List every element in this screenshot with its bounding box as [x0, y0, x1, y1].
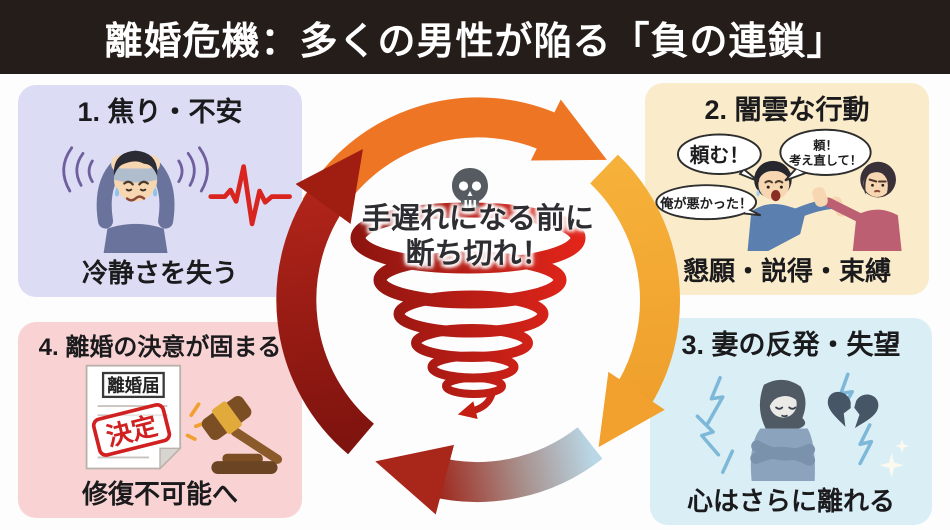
stress-waves-icon — [62, 146, 209, 193]
decision-stamp: 決定 — [91, 402, 172, 457]
step4-title: 4. 離婚の決意が固まる — [38, 334, 282, 361]
heartbeat-icon — [208, 164, 292, 227]
step3-title: 3. 妻の反発・失望 — [681, 330, 901, 360]
step4-caption: 修復不可能へ — [81, 479, 238, 509]
cycle-arrow-right — [589, 154, 681, 448]
page-title: 離婚危機：多くの男性が陥る「負の連鎖」 — [104, 20, 846, 63]
broken-heart-icon — [827, 391, 879, 429]
speech-bubble-reconsider: 頼！ 考え直して！ — [779, 128, 872, 182]
man-head — [113, 150, 158, 202]
cycle-arrow-bottom — [375, 427, 603, 515]
negative-spiral-cycle — [276, 97, 681, 515]
step1-title: 1. 焦り・不安 — [77, 97, 243, 127]
anxious-man-illustration — [62, 146, 292, 253]
center-warning-text: 手遅れになる前に 断ち切れ！ — [330, 202, 626, 272]
step3-card: 3. 妻の反発・失望 — [650, 318, 932, 525]
step2-card: 2. 闇雲な行動 — [645, 83, 929, 295]
upset-wife — [750, 379, 816, 481]
bubble-reconsider-line1: 頼！ — [812, 138, 837, 153]
step1-card: 1. 焦り・不安 — [18, 85, 302, 297]
cycle-arrow-top — [302, 97, 607, 220]
rejecting-wife — [812, 161, 902, 251]
bubble-reconsider-line2: 考え直して！ — [789, 153, 862, 168]
step2-title: 2. 闇雲な行動 — [704, 95, 870, 125]
tornado-icon — [350, 202, 586, 419]
sparkle-icon — [879, 439, 910, 478]
bubble-plead-text: 頼む！ — [690, 145, 749, 167]
speech-bubble-plead: 頼む！ — [676, 133, 762, 183]
step4-card: 4. 離婚の決意が固まる 離婚届 決定 — [18, 322, 302, 518]
cycle-arrow-left — [276, 148, 375, 455]
warning-line1: 手遅れになる前に — [361, 203, 594, 235]
begging-man-rejecting-wife-illustration: 頼む！ 頼！ 考え直して！ 俺が悪かった！ — [655, 128, 902, 251]
speech-bubble-apology: 俺が悪かった！ — [655, 184, 762, 221]
header-bar: 離婚危機：多くの男性が陥る「負の連鎖」 — [0, 0, 950, 74]
upset-wife-illustration — [695, 372, 910, 481]
paper-label-text: 離婚届 — [107, 375, 159, 395]
man-body — [103, 223, 168, 253]
warning-line2: 断ち切れ！ — [405, 237, 551, 270]
bubble-apology-text: 俺が悪かった！ — [659, 195, 752, 211]
step1-caption: 冷静さを失う — [81, 258, 238, 288]
lightning-icon — [695, 372, 874, 474]
step2-caption: 懇願・説得・束縛 — [682, 256, 891, 286]
gavel-icon — [201, 395, 283, 474]
skull-icon — [452, 168, 488, 208]
step3-caption: 心はさらに離れる — [686, 486, 895, 516]
divorce-decided-illustration: 離婚届 決定 — [85, 364, 283, 474]
